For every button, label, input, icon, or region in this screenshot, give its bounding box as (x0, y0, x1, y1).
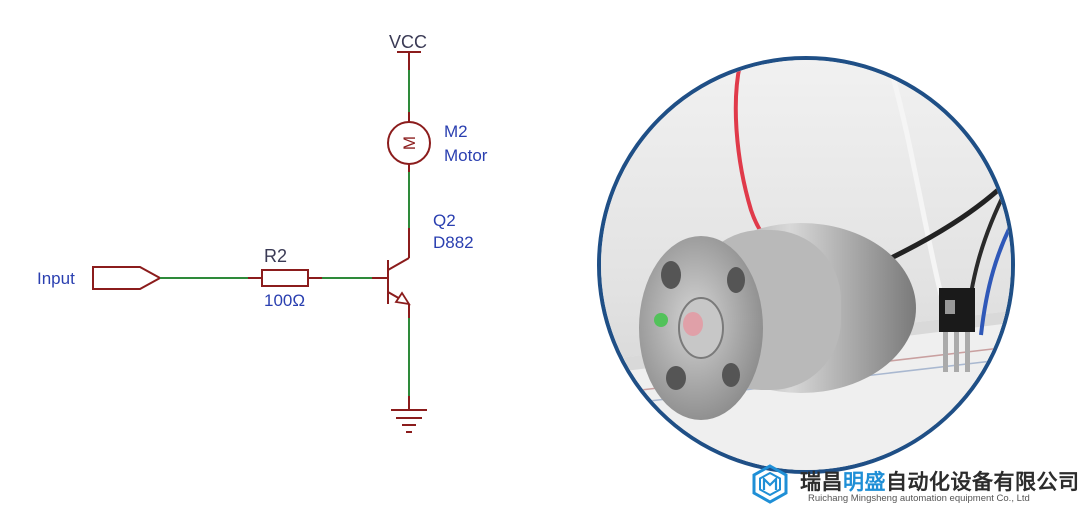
resistor-value: 100Ω (264, 291, 305, 310)
motor-ref: M2 (444, 122, 468, 141)
vcc-label: VCC (389, 32, 427, 52)
company-name-highlight: 明盛 (843, 470, 886, 494)
transistor-value: D882 (433, 233, 474, 252)
schematic-diagram: VCC M M2 Motor Q2 D882 Input (37, 32, 488, 433)
motor-m-icon: M (400, 136, 419, 150)
company-name-en: Ruichang Mingsheng automation equipment … (808, 493, 1030, 504)
hexagon-logo-icon (752, 464, 788, 504)
company-name-part1: 瑞昌 (800, 470, 843, 494)
company-name-cn: 瑞昌明盛自动化设备有限公司 (800, 466, 1080, 496)
input-label: Input (37, 269, 75, 288)
resistor-ref: R2 (264, 246, 287, 266)
motor-symbol: M (387, 112, 431, 172)
transistor-symbol (372, 228, 411, 318)
company-logo: 瑞昌明盛自动化设备有限公司 Ruichang Mingsheng automat… (750, 462, 1080, 508)
emitter-arrow-icon (394, 291, 411, 306)
company-name-part2: 自动化设备有限公司 (886, 470, 1080, 494)
motor-value: Motor (444, 146, 488, 165)
dc-motor-on-breadboard-photo (601, 60, 1011, 470)
input-port-icon (92, 266, 163, 290)
resistor-symbol (248, 269, 322, 287)
transistor-ref: Q2 (433, 211, 456, 230)
ground-symbol (391, 396, 427, 433)
vcc-symbol (397, 51, 421, 70)
motor-photo (597, 56, 1015, 474)
